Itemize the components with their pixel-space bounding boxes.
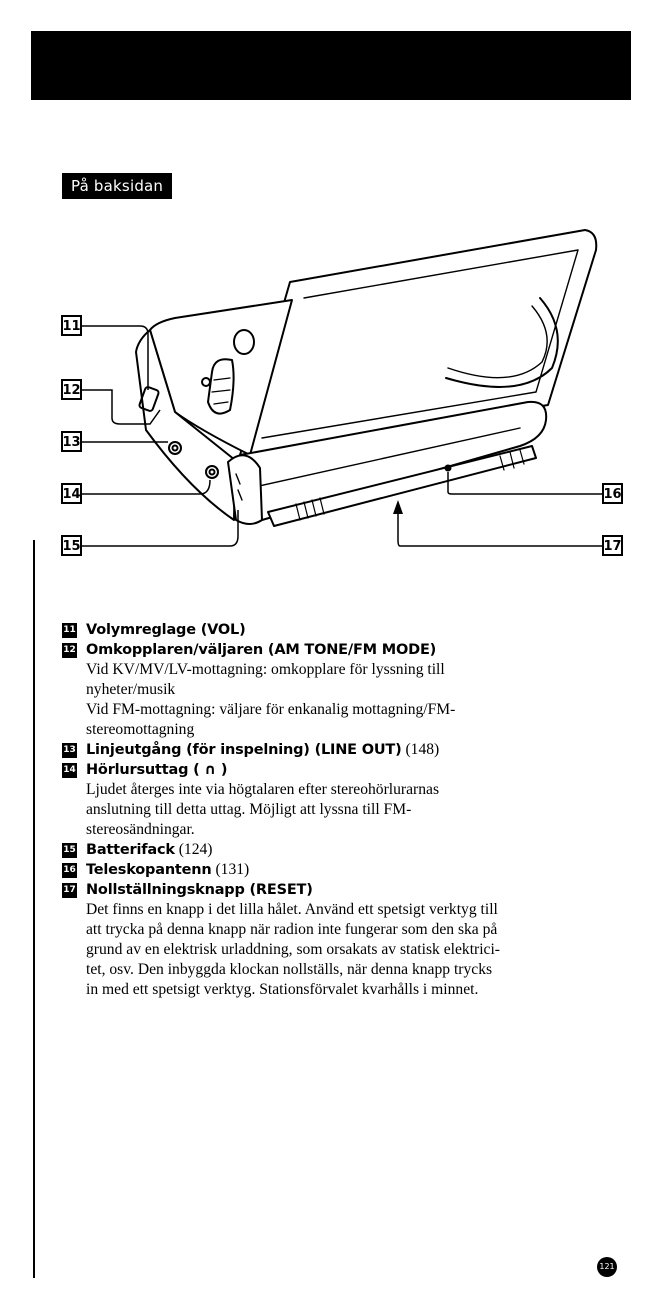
parts-description-list: 11 Volymreglage (VOL) 12 Omkopplaren/välja… (62, 620, 652, 1000)
item-text: stereosändningar. (86, 821, 195, 838)
item-text: Det finns en knapp i det lilla hålet. An… (86, 901, 498, 918)
item-term: Omkopplaren/väljaren (AM TONE/FM MODE) (86, 642, 437, 658)
item-term: Teleskopantenn (86, 862, 212, 878)
item-number: 13 (62, 743, 77, 758)
item-text: att trycka på denna knapp när radion int… (86, 921, 498, 938)
item-text: Vid FM-mottagning: väljare för enkanalig… (86, 701, 456, 718)
list-item-12: 12 Omkopplaren/väljaren (AM TONE/FM MODE)… (62, 640, 652, 740)
item-text: in med ett spetsigt verktyg. Stationsför… (86, 981, 479, 998)
page-number: 121 (597, 1257, 617, 1277)
item-term: Nollställningsknapp (RESET) (86, 882, 313, 898)
item-text: grund av en elektrisk urladdning, som or… (86, 941, 500, 958)
callout-17: 17 (603, 539, 621, 554)
item-text: nyheter/musik (86, 681, 176, 698)
item-term: Linjeutgång (för inspelning) (LINE OUT) (86, 742, 402, 758)
section-label: På baksidan (62, 173, 173, 199)
item-text: Vid KV/MV/LV-mottagning: omkopplare för … (86, 661, 445, 678)
item-number: 14 (62, 763, 77, 778)
list-item-11: 11 Volymreglage (VOL) (62, 620, 652, 640)
page-reference: (131) (215, 861, 250, 878)
item-number: 12 (62, 643, 77, 658)
callout-16: 16 (603, 487, 621, 502)
item-text: stereomottagning (86, 721, 195, 738)
item-text: anslutning till detta uttag. Möjligt att… (86, 801, 412, 818)
list-item-14: 14 Hörlursuttag ( ∩ ) Ljudet återges inte… (62, 760, 652, 840)
callout-15: 15 (62, 539, 80, 554)
list-item-16: 16 Teleskopantenn (131) (62, 860, 652, 880)
callout-13: 13 (62, 435, 80, 450)
list-item-17: 17 Nollställningsknapp (RESET) Det finns … (62, 880, 652, 1000)
header-bar (31, 31, 631, 100)
item-text: tet, osv. Den inbyggda klockan nollställ… (86, 961, 493, 978)
page-reference: (148) (405, 741, 440, 758)
item-number: 16 (62, 863, 77, 878)
item-term: Volymreglage (VOL) (86, 622, 246, 638)
device-illustration: 11 12 13 14 15 16 17 (61, 229, 623, 556)
page-reference: (124) (178, 841, 213, 858)
item-number: 15 (62, 843, 77, 858)
callout-12: 12 (62, 383, 80, 398)
item-text: Ljudet återges inte via högtalaren efter… (86, 781, 440, 798)
list-item-15: 15 Batterifack (124) (62, 840, 652, 860)
list-item-13: 13 Linjeutgång (för inspelning) (LINE OUT… (62, 740, 652, 760)
item-term: Hörlursuttag ( ∩ ) (86, 762, 228, 778)
callout-14: 14 (62, 487, 80, 502)
margin-rule (33, 540, 35, 1278)
item-number: 17 (62, 883, 77, 898)
item-number: 11 (62, 623, 77, 638)
callout-11: 11 (62, 319, 80, 334)
item-term: Batterifack (86, 842, 175, 858)
